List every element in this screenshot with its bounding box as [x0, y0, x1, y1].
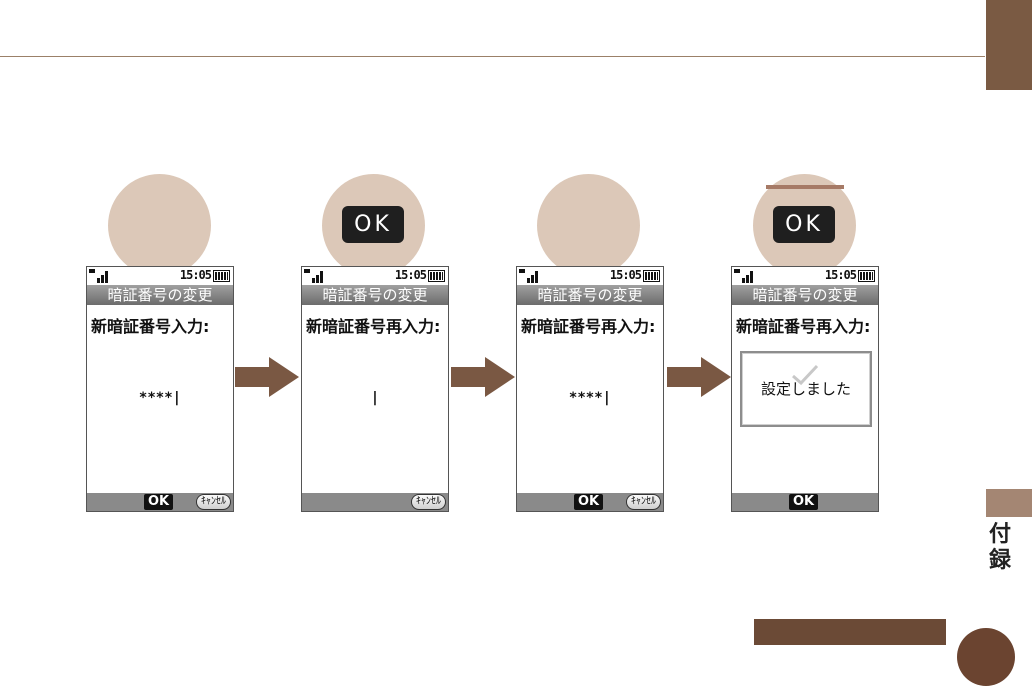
- softkey-bar: OK: [732, 493, 878, 511]
- signal-icon: [304, 269, 328, 283]
- battery-icon: [643, 270, 660, 282]
- softkey-ok[interactable]: OK: [574, 494, 603, 510]
- confirmation-dialog: 設定しました: [740, 351, 872, 427]
- pin-prompt: 新暗証番号再入力:: [521, 318, 659, 336]
- battery-icon: [213, 270, 230, 282]
- softkey-bar: OK ｷｬﾝｾﾙ: [517, 493, 663, 511]
- screen-title: 暗証番号の変更: [517, 285, 663, 305]
- softkey-cancel[interactable]: ｷｬﾝｾﾙ: [626, 494, 661, 510]
- key-step-2: OK: [322, 174, 425, 277]
- signal-icon: [519, 269, 543, 283]
- battery-icon: [858, 270, 875, 282]
- key-step-3: [537, 174, 640, 277]
- status-bar: 15:05: [732, 267, 878, 285]
- clock: 15:05: [610, 268, 641, 282]
- key-step-4: OK: [753, 174, 856, 277]
- pin-prompt: 新暗証番号再入力:: [736, 318, 874, 336]
- phone-screen-1: 15:05 暗証番号の変更 新暗証番号入力: ****| OK ｷｬﾝｾﾙ: [86, 266, 234, 512]
- softkey-ok[interactable]: OK: [789, 494, 818, 510]
- clock: 15:05: [825, 268, 856, 282]
- side-tab-top: [986, 0, 1032, 90]
- clock: 15:05: [395, 268, 426, 282]
- flow-arrow-icon: [667, 357, 731, 397]
- pin-prompt: 新暗証番号再入力:: [306, 318, 444, 336]
- header-divider: [0, 56, 985, 57]
- status-bar: 15:05: [517, 267, 663, 285]
- signal-icon: [734, 269, 758, 283]
- softkey-bar: ｷｬﾝｾﾙ: [302, 493, 448, 511]
- key-step-1: [108, 174, 211, 277]
- pin-input[interactable]: ****|: [517, 390, 663, 406]
- key-indicator-bar: [766, 185, 844, 189]
- pin-input[interactable]: ****|: [87, 390, 233, 406]
- signal-icon: [89, 269, 113, 283]
- clock: 15:05: [180, 268, 211, 282]
- side-tab-marker: [986, 489, 1032, 517]
- screen-title: 暗証番号の変更: [732, 285, 878, 305]
- dialog-message: 設定しました: [742, 378, 870, 399]
- footer-bar: [754, 619, 946, 645]
- battery-icon: [428, 270, 445, 282]
- phone-screen-4: 15:05 暗証番号の変更 新暗証番号再入力: 設定しました OK: [731, 266, 879, 512]
- screen-title: 暗証番号の変更: [302, 285, 448, 305]
- screen-title: 暗証番号の変更: [87, 285, 233, 305]
- pin-prompt: 新暗証番号入力:: [91, 318, 229, 336]
- side-tab-label: 付録: [985, 522, 1015, 574]
- phone-screen-2: 15:05 暗証番号の変更 新暗証番号再入力: | ｷｬﾝｾﾙ: [301, 266, 449, 512]
- flow-arrow-icon: [235, 357, 299, 397]
- pin-input[interactable]: |: [302, 390, 448, 406]
- status-bar: 15:05: [302, 267, 448, 285]
- softkey-ok[interactable]: OK: [144, 494, 173, 510]
- page-number-badge: [957, 628, 1015, 686]
- status-bar: 15:05: [87, 267, 233, 285]
- flow-arrow-icon: [451, 357, 515, 397]
- phone-screen-3: 15:05 暗証番号の変更 新暗証番号再入力: ****| OK ｷｬﾝｾﾙ: [516, 266, 664, 512]
- ok-key-button[interactable]: OK: [342, 206, 404, 243]
- softkey-cancel[interactable]: ｷｬﾝｾﾙ: [411, 494, 446, 510]
- ok-key-button[interactable]: OK: [773, 206, 835, 243]
- softkey-cancel[interactable]: ｷｬﾝｾﾙ: [196, 494, 231, 510]
- softkey-bar: OK ｷｬﾝｾﾙ: [87, 493, 233, 511]
